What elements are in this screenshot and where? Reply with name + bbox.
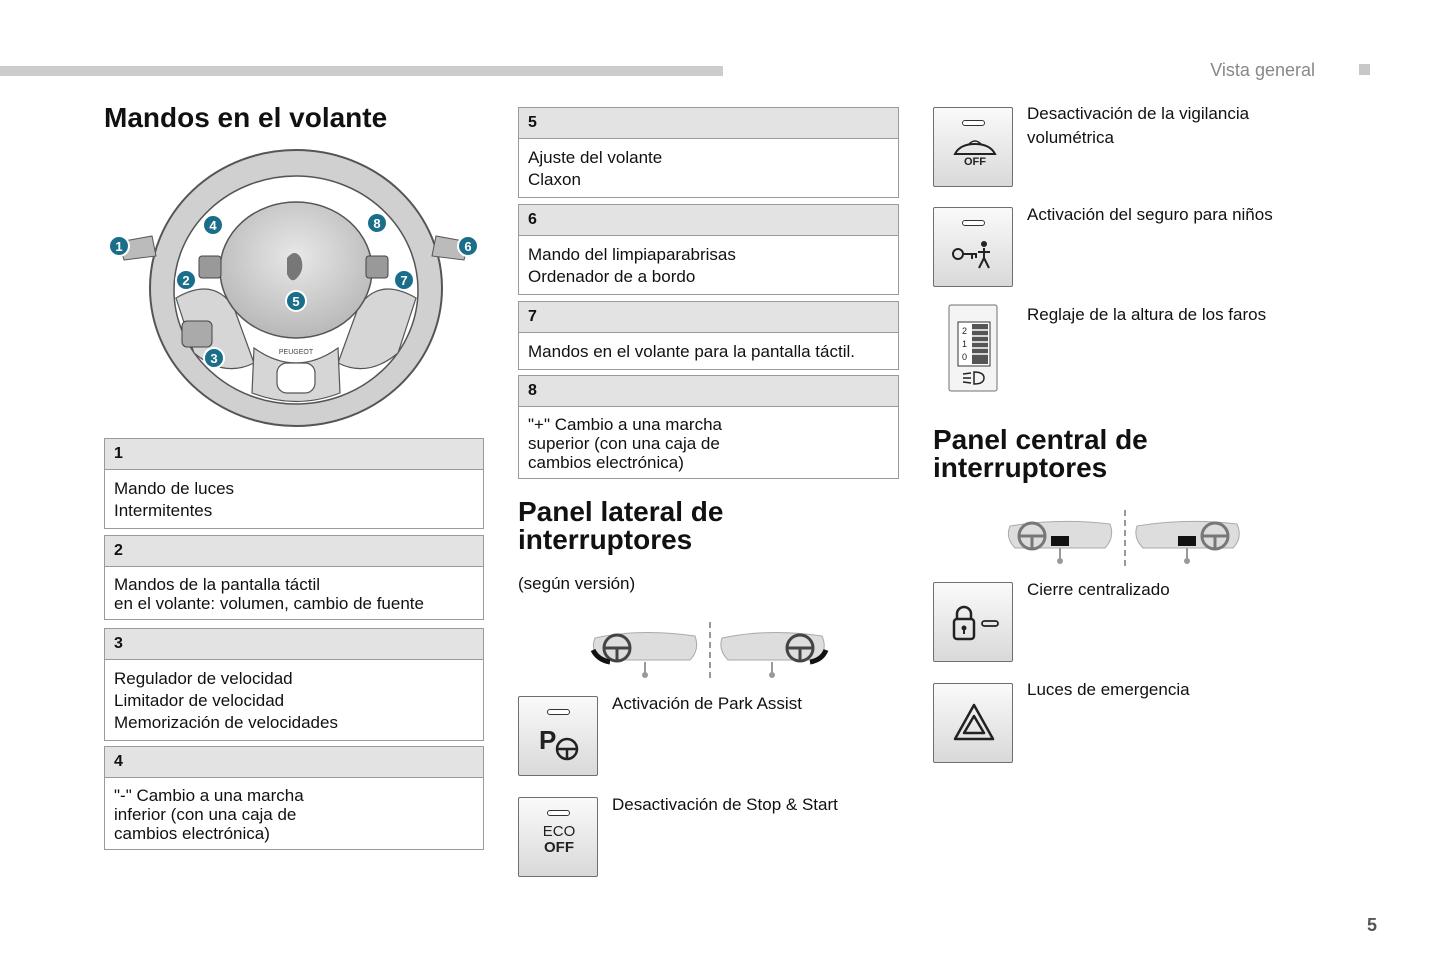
hazard-triangle-icon [953, 703, 995, 741]
lateral-location-diagram [590, 622, 829, 678]
callout-2: 2 [175, 269, 197, 291]
callout-5: 5 [285, 290, 307, 312]
central-location-diagram [1007, 510, 1240, 566]
control-table-7: 7 Mandos en el volante para la pantalla … [518, 301, 899, 370]
steering-wheel-illustration: PEUGEOT 1 2 3 4 5 6 7 8 [108, 149, 479, 427]
alarm-off-icon: OFF [953, 140, 997, 168]
svg-text:1: 1 [115, 239, 122, 254]
control-description: Mandos en el volante para la pantalla tá… [528, 342, 855, 361]
control-number: 8 [519, 376, 898, 407]
control-number: 6 [519, 205, 898, 236]
version-note: (según versión) [518, 574, 636, 593]
control-number: 1 [105, 439, 483, 470]
padlock-icon [952, 605, 999, 641]
svg-text:3: 3 [210, 351, 217, 366]
park-assist-button[interactable]: P [518, 696, 598, 776]
park-assist-icon: P [539, 725, 579, 761]
svg-text:2: 2 [962, 326, 967, 336]
callout-4: 4 [202, 214, 224, 236]
svg-text:OFF: OFF [964, 156, 986, 168]
header-bar [0, 66, 723, 76]
section-title: Vista general [1210, 60, 1315, 80]
svg-text:P: P [539, 725, 556, 755]
central-locking-button[interactable] [933, 582, 1013, 662]
stop-start-label: Desactivación de Stop & Start [612, 795, 838, 814]
svg-text:5: 5 [292, 294, 299, 309]
control-number: 4 [105, 747, 483, 778]
hazard-lights-label: Luces de emergencia [1027, 680, 1190, 699]
svg-text:4: 4 [209, 218, 217, 233]
headlamp-leveling-label: Reglaje de la altura de los faros [1027, 305, 1267, 324]
hazard-lights-button[interactable] [933, 683, 1013, 763]
svg-text:0: 0 [962, 352, 967, 362]
callout-1: 1 [108, 235, 130, 257]
stop-start-button[interactable]: ECO OFF [518, 797, 598, 877]
brand-logo-text: PEUGEOT [279, 349, 314, 356]
svg-text:7: 7 [400, 273, 407, 288]
child-lock-label: Activación del seguro para niños [1027, 205, 1273, 224]
alarm-off-button[interactable]: OFF [933, 107, 1013, 187]
svg-text:6: 6 [464, 239, 471, 254]
page-number: 5 [1367, 915, 1378, 935]
central-locking-label: Cierre centralizado [1027, 580, 1170, 599]
child-lock-icon [952, 241, 990, 269]
control-number: 3 [105, 629, 483, 660]
control-number: 7 [519, 302, 898, 333]
eco-off-icon: ECO OFF [542, 823, 576, 856]
svg-text:8: 8 [373, 216, 380, 231]
section-marker [1359, 64, 1370, 75]
callout-3: 3 [203, 347, 225, 369]
control-number: 5 [519, 108, 898, 139]
headlamp-leveling-icon[interactable]: 2 1 0 [948, 304, 998, 392]
callout-8: 8 [366, 212, 388, 234]
steering-title: Mandos en el volante [104, 102, 388, 133]
svg-text:1: 1 [962, 339, 967, 349]
callout-6: 6 [457, 235, 479, 257]
child-lock-button[interactable] [933, 207, 1013, 287]
svg-text:2: 2 [182, 273, 189, 288]
callout-7: 7 [393, 269, 415, 291]
control-number: 2 [105, 536, 483, 567]
park-assist-label: Activación de Park Assist [612, 694, 802, 713]
